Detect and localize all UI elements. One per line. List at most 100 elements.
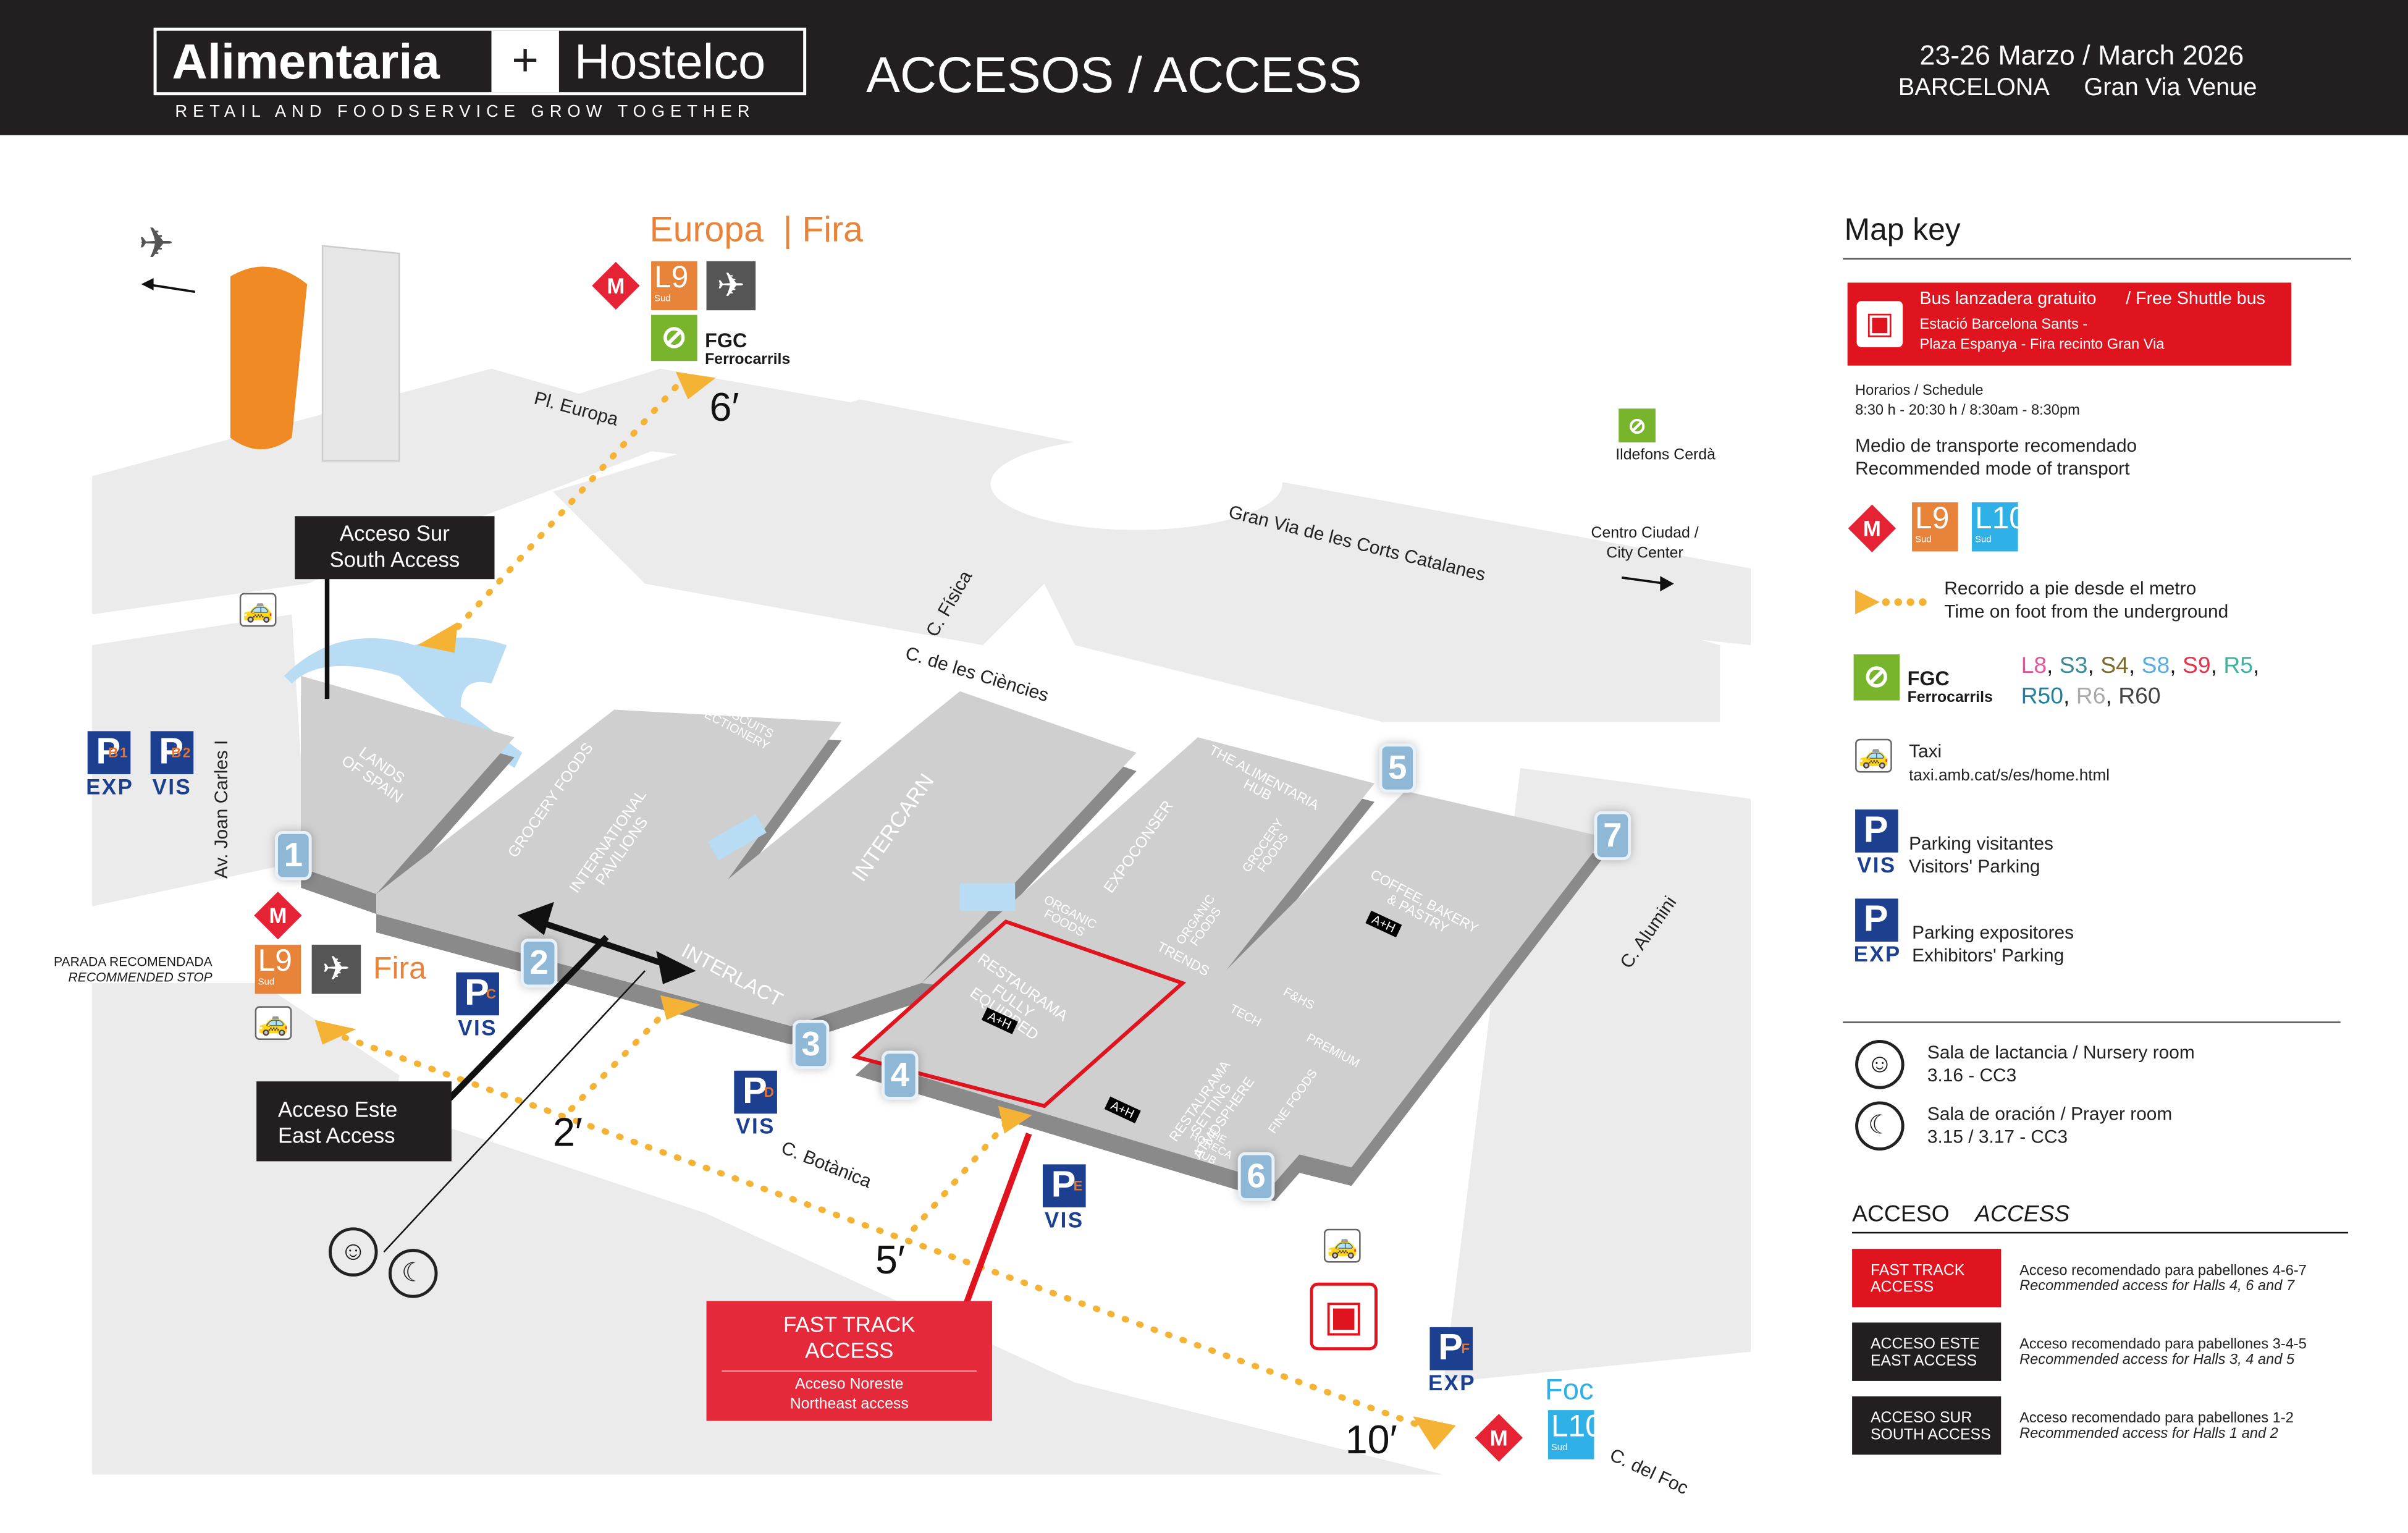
roundabout	[990, 437, 1282, 530]
separator: ,	[2063, 683, 2076, 710]
hall-number-4[interactable]: 4	[881, 1050, 919, 1100]
shuttle-route: Estació Barcelona Sants -Plaza Espanya -…	[1920, 315, 2165, 355]
access-desc-en: Recommended access for Halls 4, 6 and 7	[2019, 1278, 2295, 1295]
access-box-line2: ACCESS	[1870, 1279, 1934, 1297]
hall-number-6[interactable]: 6	[1237, 1152, 1275, 1202]
fast-track-hall-outline	[851, 919, 1187, 1109]
separator: ,	[2087, 652, 2101, 679]
p-letter: P	[1438, 1327, 1465, 1369]
p-letter: P	[742, 1070, 769, 1112]
hall-number-2[interactable]: 2	[520, 938, 558, 988]
metro-icon: M	[592, 261, 640, 310]
sud-label: Sud	[1974, 536, 1992, 546]
metro-letter: M	[1863, 516, 1881, 541]
fgc-line-r50: R50	[2021, 683, 2064, 710]
fast-track-sub-es: Acceso Noreste	[795, 1376, 904, 1393]
access-box-line2: EAST ACCESS	[1870, 1353, 1977, 1370]
fgc-name: FGC	[1907, 666, 1950, 690]
hall-number-1[interactable]: 1	[274, 830, 312, 881]
shuttle-title: Bus lanzadera gratuito / Free Shuttle bu…	[1920, 290, 2265, 309]
taxi-label: Taxi	[1909, 740, 1942, 762]
p-letter: P	[96, 731, 122, 773]
station-fira: | Fira	[783, 209, 863, 249]
street-joan-carles: Av. Joan Carles I	[210, 740, 232, 879]
p-label: VIS	[736, 1113, 775, 1139]
exhibition-halls	[301, 675, 1605, 1202]
map-key-title: Map key	[1844, 213, 1961, 248]
p-label: EXP	[86, 774, 134, 799]
shuttle-bus-icon[interactable]: ▣	[1310, 1282, 1378, 1351]
separator: ,	[2253, 652, 2260, 679]
nursery-label: Sala de lactancia / Nursery room	[1927, 1041, 2195, 1063]
hall-number-3[interactable]: 3	[792, 1020, 830, 1070]
p-sub: C	[486, 986, 498, 1002]
access-desc-es: Acceso recomendado para pabellones 4-6-7	[2019, 1262, 2307, 1280]
walk-arrowheads	[314, 371, 1456, 1450]
airport-icon: ✈	[706, 261, 756, 311]
event-dates: 23-26 Marzo / March 2026	[1919, 40, 2244, 71]
fgc-line-s4: S4	[2100, 652, 2129, 679]
transport-es: Medio de transporte recomendado	[1855, 434, 2137, 457]
metro-letter: M	[1489, 1425, 1508, 1450]
taxi-icon[interactable]: 🚕	[255, 1006, 292, 1041]
hall-number-7[interactable]: 7	[1594, 811, 1631, 861]
south-access-es: Acceso Sur	[339, 520, 450, 546]
prayer-icon[interactable]: ☾	[388, 1249, 438, 1298]
venue-name: Gran Via Venue	[2084, 75, 2257, 102]
l10-label: L10	[1551, 1410, 1602, 1444]
access-legend-description: Acceso recomendado para pabellones 4-6-7…	[2019, 1264, 2307, 1295]
bus-icon: ▣	[1856, 301, 1903, 347]
access-title-en: ACCESS	[1975, 1201, 2070, 1228]
p-label: EXP	[1853, 941, 1901, 966]
access-box-line1: ACCESO SUR	[1870, 1410, 1972, 1427]
fgc-icon: ⊘	[1853, 654, 1900, 701]
taxi-icon[interactable]: 🚕	[239, 593, 277, 627]
separator: ,	[2128, 652, 2142, 679]
metro-icon: M	[1848, 504, 1897, 552]
hall-number-5[interactable]: 5	[1379, 743, 1417, 793]
access-desc-en: Recommended access for Halls 1 and 2	[2019, 1425, 2278, 1443]
nursery-icon: ☺	[1855, 1040, 1905, 1089]
p-sub: B1	[108, 745, 129, 761]
walk-time-fast: 5′	[875, 1236, 906, 1283]
l9-label: L9	[654, 261, 689, 295]
nursery-location: 3.16 - CC3	[1927, 1064, 2017, 1086]
city-blocks	[92, 368, 1751, 1475]
nursery-icon[interactable]: ☺	[329, 1227, 378, 1277]
access-desc-es: Acceso recomendado para pabellones 3-4-5	[2019, 1336, 2307, 1354]
stop-es: PARADA RECOMENDADA	[54, 953, 213, 969]
fgc-line-l8: L8	[2021, 652, 2047, 679]
fgc-line-r6: R6	[2076, 683, 2106, 710]
taxi-icon[interactable]: 🚕	[1323, 1228, 1361, 1263]
walk-time-east: 2′	[552, 1109, 583, 1155]
plane-direction-icon: ✈	[138, 219, 196, 294]
shuttle-title-en: / Free Shuttle bus	[2126, 290, 2265, 309]
separator: ,	[2105, 683, 2119, 710]
taxi-url[interactable]: taxi.amb.cat/s/es/home.html	[1909, 766, 2110, 785]
fast-track-line1: FAST TRACK	[783, 1312, 916, 1337]
fgc-line-s9: S9	[2182, 652, 2211, 679]
station-europa-fira: Europa | Fira	[650, 209, 863, 250]
park-exp-en: Exhibitors' Parking	[1912, 944, 2065, 966]
prayer-location: 3.15 / 3.17 - CC3	[1927, 1126, 2068, 1148]
metro-icon: M	[254, 891, 302, 940]
p-sub: B2	[171, 745, 192, 761]
access-desc-es: Acceso recomendado para pabellones 1-2	[2019, 1410, 2294, 1427]
